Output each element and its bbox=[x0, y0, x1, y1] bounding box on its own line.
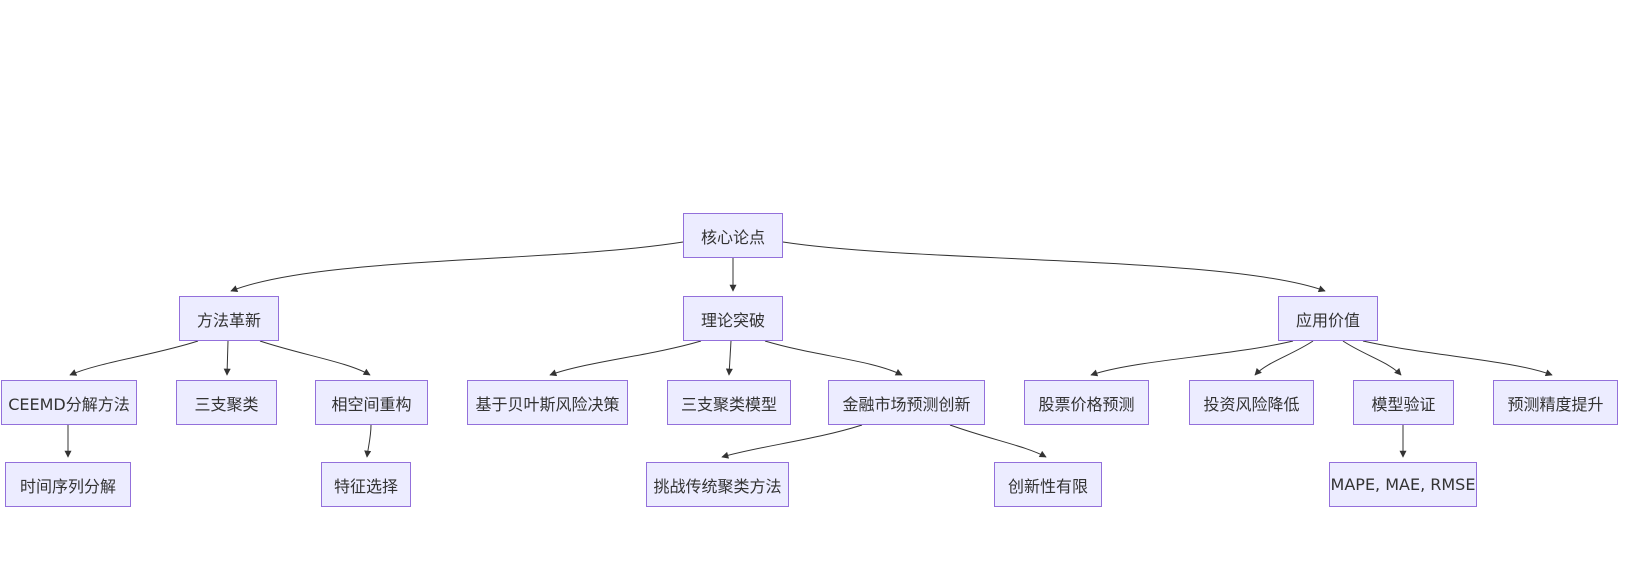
node-accuracy-improve: 预测精度提升 bbox=[1493, 380, 1618, 425]
node-application-value: 应用价值 bbox=[1278, 296, 1378, 341]
node-time-series: 时间序列分解 bbox=[5, 462, 131, 507]
edge-core-to-application bbox=[782, 241, 1326, 293]
node-model-validation: 模型验证 bbox=[1353, 380, 1454, 425]
edge-method-to-three-way-clustering bbox=[223, 340, 231, 376]
edge-phase-space-to-feature-selection bbox=[364, 424, 372, 458]
edge-theory-to-bayes bbox=[549, 340, 702, 377]
edge-theory-to-market-innovation bbox=[764, 340, 903, 376]
node-stock-prediction: 股票价格预测 bbox=[1024, 380, 1149, 425]
edge-theory-to-three-way-model bbox=[725, 340, 733, 376]
node-market-innovation: 金融市场预测创新 bbox=[828, 380, 985, 425]
node-metrics: MAPE, MAE, RMSE bbox=[1329, 462, 1477, 507]
node-risk-reduction: 投资风险降低 bbox=[1189, 380, 1314, 425]
edge-market-to-challenge bbox=[721, 424, 863, 459]
node-three-way-clustering: 三支聚类 bbox=[176, 380, 277, 425]
edge-core-to-method bbox=[230, 241, 684, 292]
edge-application-to-validation bbox=[1342, 340, 1402, 376]
node-bayes-risk: 基于贝叶斯风险决策 bbox=[467, 380, 628, 425]
node-three-way-model: 三支聚类模型 bbox=[667, 380, 791, 425]
node-limited-innovation: 创新性有限 bbox=[994, 462, 1102, 507]
edge-application-to-accuracy bbox=[1362, 340, 1553, 377]
edge-method-to-ceemd bbox=[69, 340, 199, 376]
edge-method-to-phase-space bbox=[259, 340, 371, 376]
node-theory-breakthrough: 理论突破 bbox=[683, 296, 783, 341]
edge-market-to-limited bbox=[949, 424, 1047, 458]
node-phase-space: 相空间重构 bbox=[315, 380, 428, 425]
edge-application-to-risk bbox=[1254, 340, 1314, 376]
edge-application-to-stock bbox=[1090, 340, 1294, 377]
node-method-innovation: 方法革新 bbox=[179, 296, 279, 341]
node-challenge-clustering: 挑战传统聚类方法 bbox=[646, 462, 789, 507]
node-feature-selection: 特征选择 bbox=[321, 462, 411, 507]
node-ceemd: CEEMD分解方法 bbox=[1, 380, 137, 425]
node-core: 核心论点 bbox=[683, 213, 783, 258]
